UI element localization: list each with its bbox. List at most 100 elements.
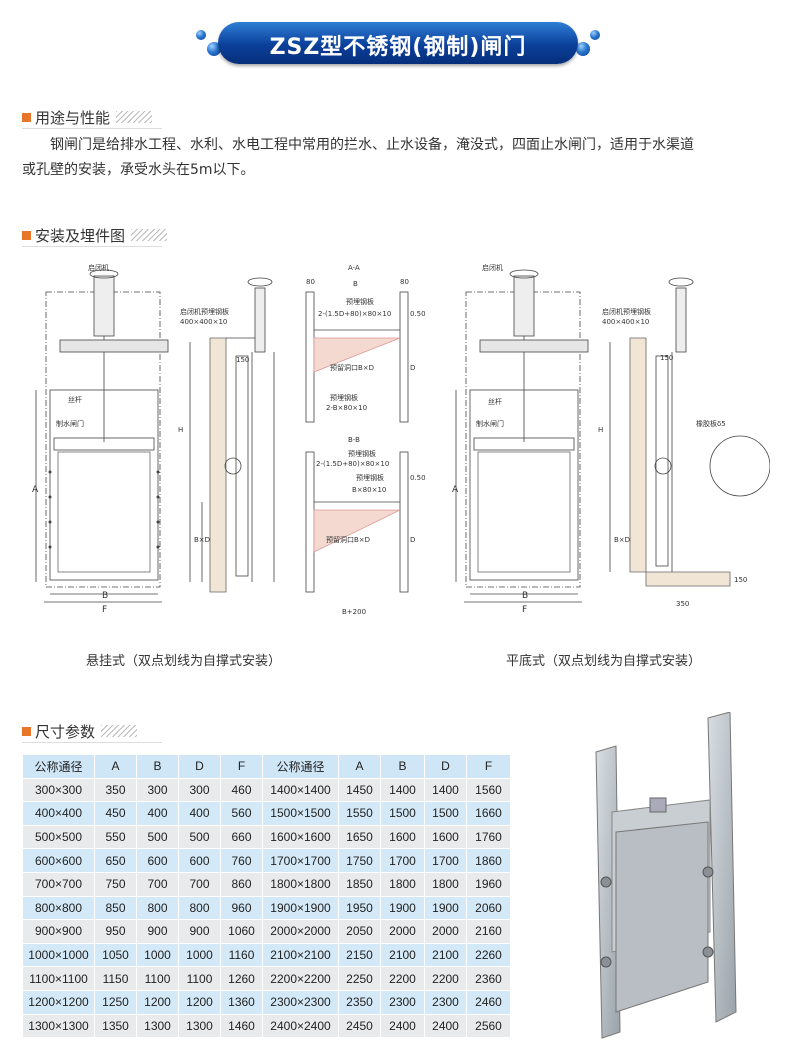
front-view-left [35,269,169,603]
table-cell: 1100×1100 [22,966,95,991]
table-cell: 850 [94,895,137,921]
table-cell: 1500 [424,801,467,826]
table-cell: 2400 [424,1013,467,1039]
label-hoist-plate-right: 启闭机预埋钢板 [602,307,651,316]
dim-050-bb: 0.50 [410,474,426,482]
table-cell: 2300 [424,989,467,1015]
label-gate-right: 制水闸门 [476,419,504,428]
dim-f-right: F [522,605,527,615]
dim-h-left: H [178,426,183,434]
label-spec-top-bb: 2-(1.5D+80)×80×10 [316,460,389,468]
table-cell: 2160 [466,919,511,944]
table-cell: 960 [220,895,263,921]
table-cell: 1360 [220,989,263,1015]
table-cell: 1200 [136,989,179,1015]
table-cell: 1060 [220,919,263,944]
section-header-usage: 用途与性能 [22,106,153,128]
label-hoist-right: 启闭机 [482,263,503,272]
table-header-cell: D [424,754,467,779]
paragraph-line: 钢闸门是给排水工程、水利、水电工程中常用的拦水、止水设备，淹没式，四面止水闸门，… [50,137,694,153]
table-cell: 2050 [338,919,381,944]
label-bb: B-B [348,436,360,444]
label-rubber: 橡胶板δ5 [696,419,726,428]
table-cell: 2300×2300 [262,989,339,1015]
table-cell: 550 [94,824,137,850]
table-cell: 500 [178,824,221,850]
table-cell: 1700 [424,848,467,873]
decor-dot [576,42,590,56]
usage-paragraph: 钢闸门是给排水工程、水利、水电工程中常用的拦水、止水设备，淹没式，四面止水闸门，… [22,133,777,183]
table-cell: 1400 [424,777,467,803]
dim-a-right: A [452,485,459,495]
table-cell: 2200×2200 [262,966,339,991]
dim-b200: B+200 [342,608,366,616]
table-cell: 350 [94,777,137,803]
dim-d-bb: D [410,536,415,544]
table-cell: 1050 [94,942,137,968]
table-cell: 500 [136,824,179,850]
table-cell: 560 [220,801,263,826]
label-screw-right: 丝杆 [488,397,502,406]
table-cell: 700 [136,871,179,897]
table-cell: 1500 [380,801,425,826]
table-cell: 2200 [380,966,425,991]
section-aa [305,291,409,423]
front-view-right [455,269,589,603]
section-title: 尺寸参数 [35,722,96,741]
table-cell: 1250 [94,989,137,1015]
square-bullet-icon [22,726,31,736]
table-cell: 1760 [466,824,511,850]
table-cell: 450 [94,801,137,826]
label-hoist-plate: 启闭机预埋钢板 [180,307,229,316]
table-cell: 1500×1500 [262,801,339,826]
decor-dot [207,42,221,56]
table-cell: 1550 [338,801,381,826]
table-cell: 1860 [466,848,511,873]
square-bullet-icon [22,230,31,240]
hatch-decoration-icon [131,229,168,241]
dim-bxd-right: B×D [614,536,630,544]
label-aa: A-A [348,264,360,272]
side-view-right [609,277,770,587]
table-cell: 2100 [380,942,425,968]
table-cell: 1400×1400 [262,777,339,803]
table-cell: 1160 [220,942,263,968]
dim-b-aa: B [353,280,358,288]
side-view-left [189,277,275,593]
dim-a-left: A [32,485,39,495]
table-cell: 1800 [424,871,467,897]
table-cell: 1950 [338,895,381,921]
table-cell: 800×800 [22,895,95,921]
table-cell: 1700×1700 [262,848,339,873]
label-gate: 制水闸门 [56,419,84,428]
table-cell: 2000 [380,919,425,944]
table-header-cell: D [178,754,221,779]
table-cell: 1660 [466,801,511,826]
label-hoist: 启闭机 [88,263,109,272]
table-cell: 1300 [136,1013,179,1039]
label-opening-bb: 预留洞口B×D [326,535,370,544]
table-cell: 1100 [136,966,179,991]
table-header-cell: A [338,754,381,779]
table-cell: 2360 [466,966,511,991]
table-cell: 500×500 [22,824,95,850]
label-embed-plate-bb: 预埋钢板 [348,449,376,458]
decor-dot [196,30,206,40]
table-cell: 2100×2100 [262,942,339,968]
table-cell: 1000×1000 [22,942,95,968]
section-header-install: 安装及埋件图 [22,224,168,246]
caption-left: 悬挂式（双点划线为自撑式安装） [86,654,282,669]
table-cell: 1700 [380,848,425,873]
table-cell: 750 [94,871,137,897]
table-cell: 2460 [466,989,511,1015]
table-cell: 1600×1600 [262,824,339,850]
table-cell: 800 [178,895,221,921]
table-cell: 460 [220,777,263,803]
